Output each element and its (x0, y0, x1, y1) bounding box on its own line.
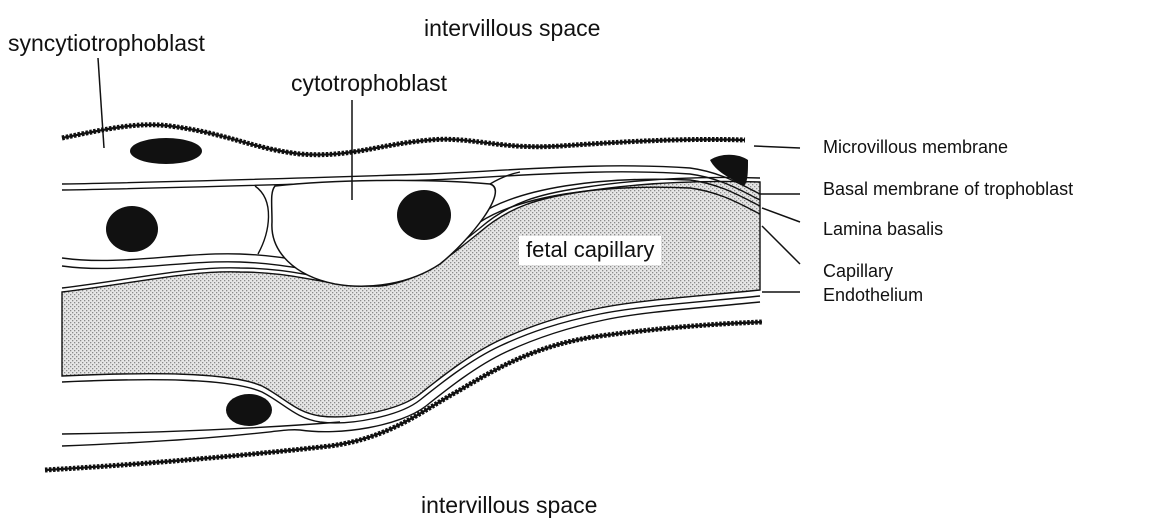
leader-capillary (762, 226, 800, 264)
endothelial-nucleus (226, 394, 272, 426)
syncytio-nucleus-2 (106, 206, 158, 252)
leader-microvillous-membrane (754, 146, 800, 148)
label-syncytiotrophoblast: syncytiotrophoblast (8, 32, 205, 55)
label-lamina-basalis: Lamina basalis (823, 220, 943, 238)
syncytio-nucleus-1 (130, 138, 202, 164)
label-basal-membrane: Basal membrane of trophoblast (823, 180, 1073, 198)
label-endothelium: Endothelium (823, 286, 923, 304)
leader-syncytiotrophoblast (98, 58, 104, 148)
label-fetal-capillary: fetal capillary (519, 236, 661, 265)
leader-lamina-basalis (762, 208, 800, 222)
cell-boundary (255, 186, 269, 254)
label-intervillous-space-bottom: intervillous space (421, 494, 597, 517)
label-intervillous-space-top: intervillous space (424, 17, 600, 40)
cytotrophoblast-nucleus (397, 190, 451, 240)
label-capillary: Capillary (823, 262, 893, 280)
label-microvillous-membrane: Microvillous membrane (823, 138, 1008, 156)
label-cytotrophoblast: cytotrophoblast (291, 72, 447, 95)
